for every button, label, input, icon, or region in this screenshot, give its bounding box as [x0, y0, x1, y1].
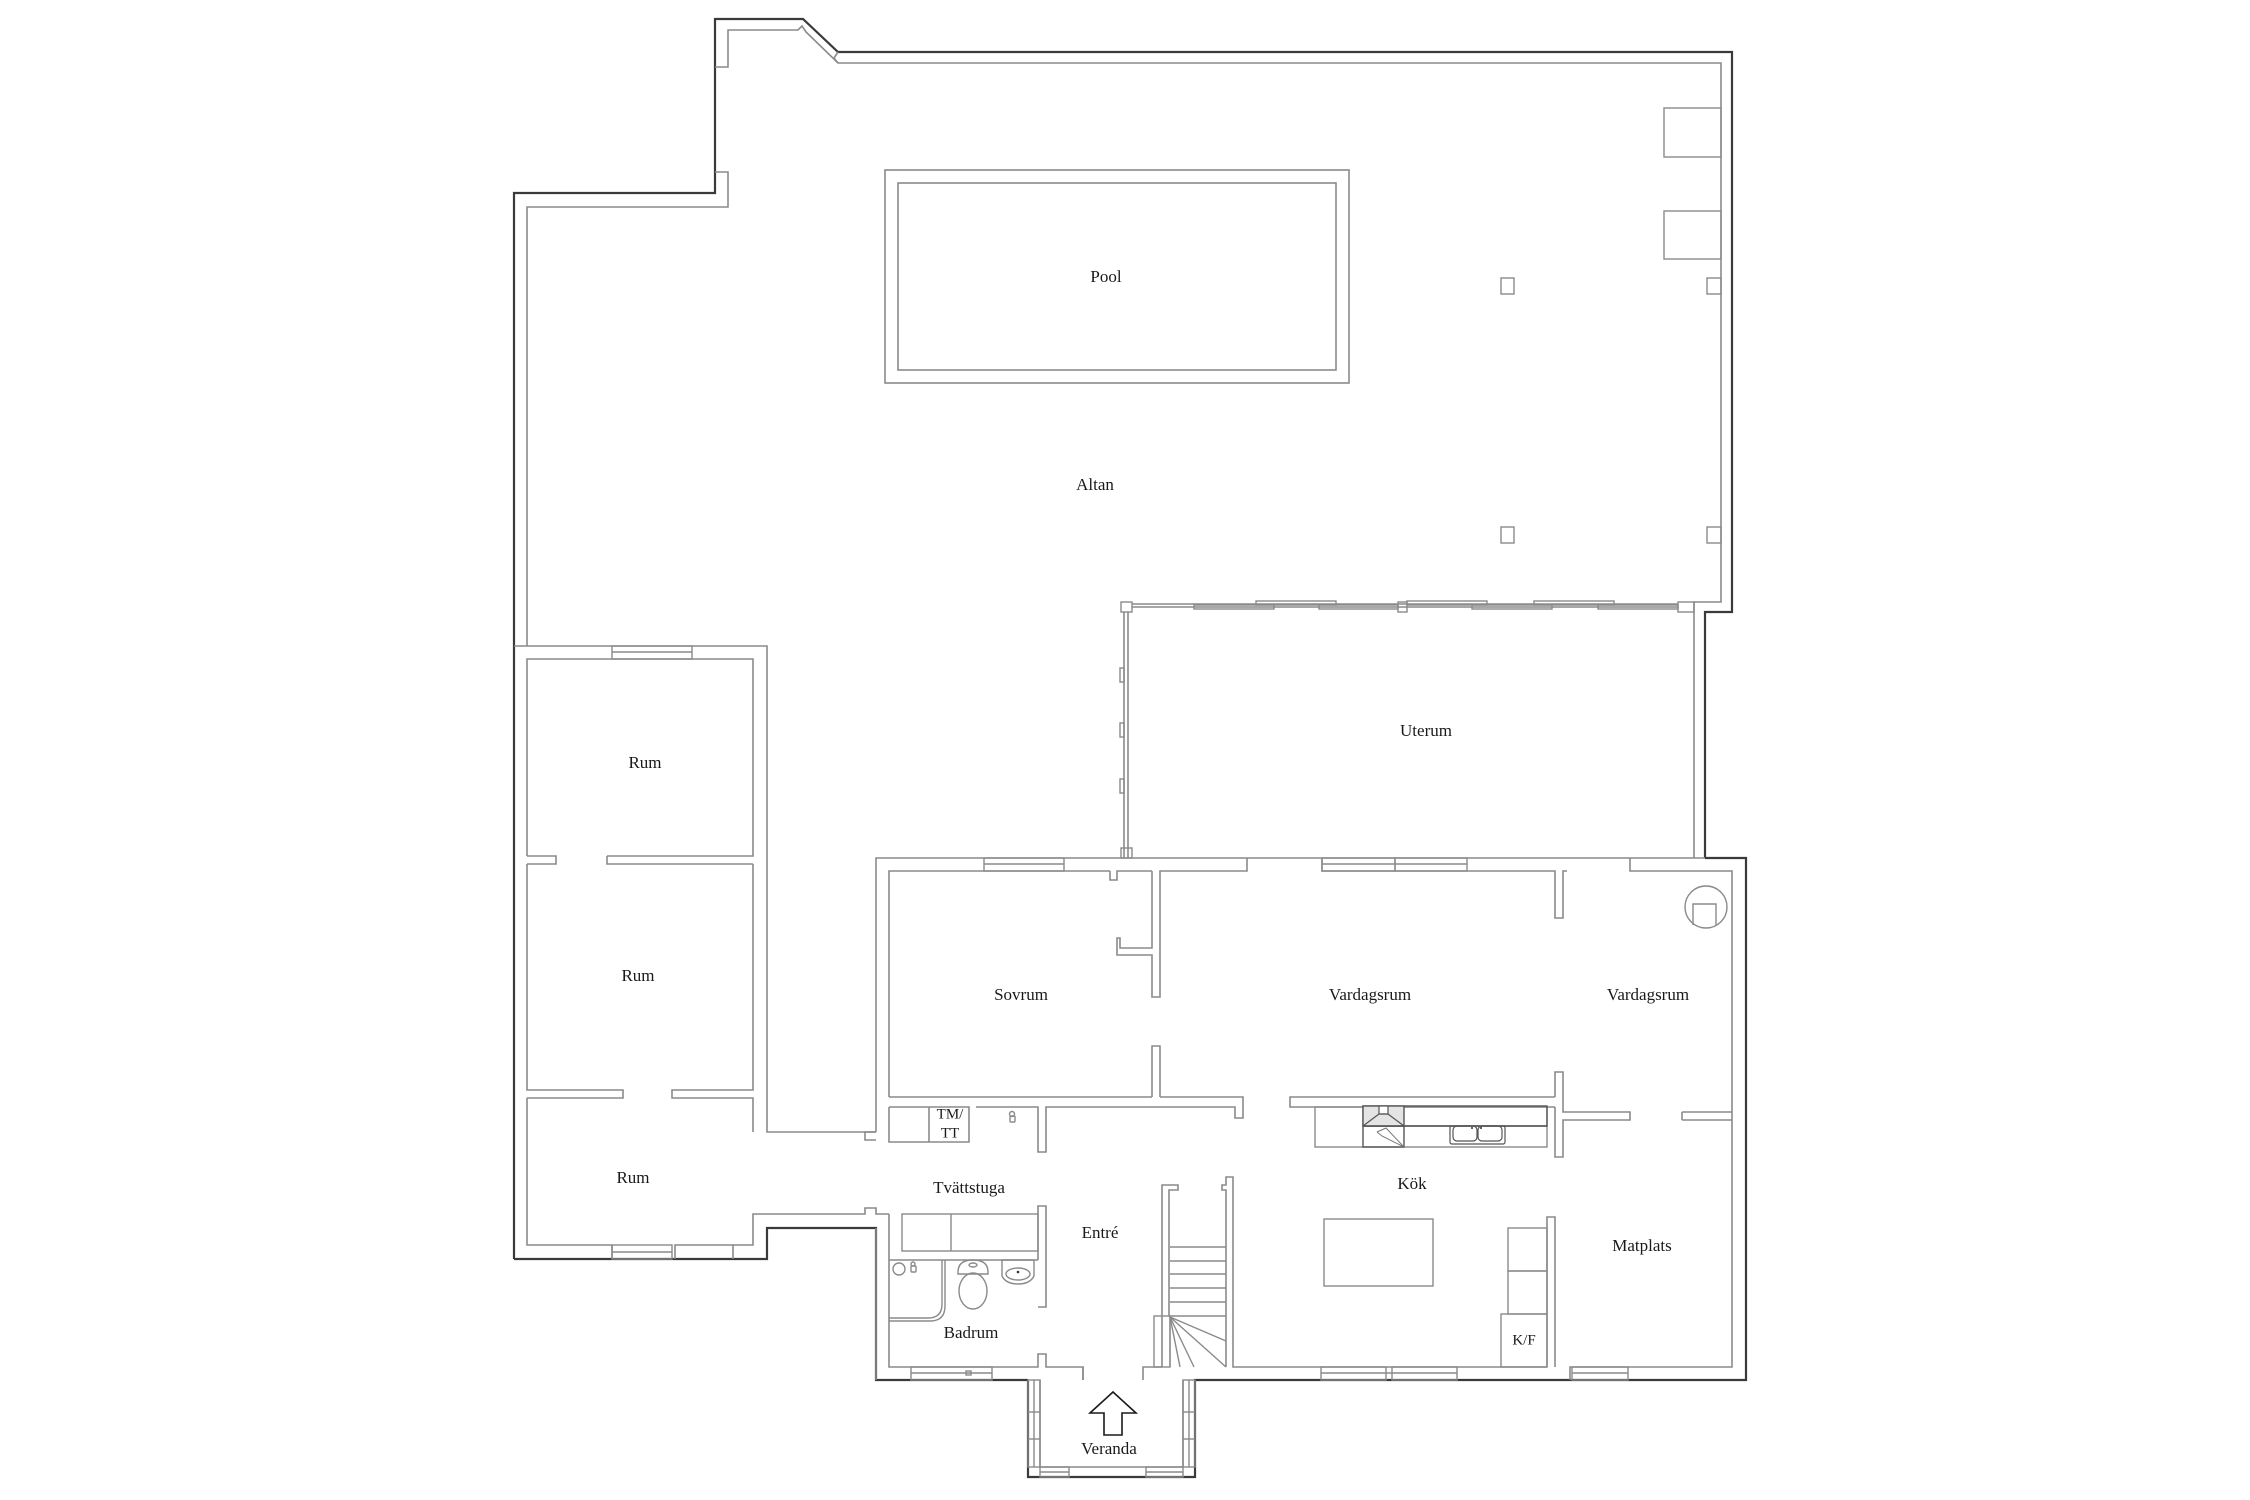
room-label-matplats: Matplats	[1612, 1236, 1672, 1255]
room-label-badrum: Badrum	[944, 1323, 999, 1342]
sovrum-vardag-wall-bottom	[1151, 1045, 1161, 1097]
room-label-tvattstuga: Tvättstuga	[933, 1178, 1005, 1197]
altan-post	[1706, 526, 1722, 544]
uterum-post	[1120, 847, 1133, 859]
rum2-walls	[526, 864, 624, 1099]
rum3-walls	[526, 1098, 613, 1259]
veranda	[1027, 1367, 1196, 1478]
sliding-panel	[1193, 604, 1275, 610]
room-label-veranda: Veranda	[1081, 1439, 1137, 1458]
toilet-icon	[957, 1259, 989, 1310]
faucet-icon	[1008, 1110, 1016, 1123]
corridor-top	[864, 1131, 876, 1141]
window-latch	[965, 1370, 972, 1376]
entry-right-post	[1142, 1366, 1162, 1380]
vardag2-top	[1569, 858, 1733, 1380]
room-label-altan: Altan	[1076, 475, 1114, 494]
rum1-bottom-left	[527, 855, 557, 865]
fridge-freezer	[1500, 1313, 1548, 1368]
sliding-panel	[1533, 600, 1615, 606]
sovrum-notch	[1109, 870, 1152, 881]
room-label-kok: Kök	[1397, 1174, 1427, 1193]
double-sink-icon	[1449, 1125, 1506, 1145]
rum1-bottom-right	[606, 856, 753, 865]
pool-inner-edge	[897, 182, 1337, 371]
rum3-step	[733, 1207, 889, 1246]
rum-wing-right-outer	[514, 645, 876, 1133]
range-hood-icon	[1362, 1105, 1405, 1148]
kitchen-island	[1323, 1218, 1434, 1287]
bath-entry-wall	[1037, 1205, 1047, 1308]
shower-icon	[889, 1260, 946, 1322]
arrow-up-icon	[1087, 1390, 1139, 1436]
main-house	[875, 856, 1748, 1479]
altan-outer-wall	[512, 17, 1734, 1259]
label-tm-tt-line2: TT	[941, 1125, 959, 1141]
rum3-bottom-right	[674, 1244, 734, 1259]
uterum-post	[1397, 601, 1408, 613]
kitchen-counter	[1314, 1106, 1548, 1148]
kok-matplats-wall	[1546, 1216, 1556, 1367]
corridor-wall-left	[888, 1106, 970, 1143]
altan-post	[1500, 526, 1515, 544]
sink-icon	[1001, 1259, 1035, 1285]
stove-icon	[1684, 885, 1728, 929]
sliding-panel	[1471, 604, 1553, 610]
sliding-panel	[1255, 600, 1337, 606]
vardag-top	[1163, 858, 1248, 872]
altan-diagonal-return	[833, 51, 839, 64]
tall-cabinet	[1507, 1227, 1548, 1272]
label-tm-tt-line1: TM/	[937, 1106, 965, 1122]
room-label-rum-3: Rum	[616, 1168, 649, 1187]
rum2-right	[671, 864, 754, 1132]
altan-storage-box-1	[1663, 107, 1722, 158]
room-label-rum-1: Rum	[628, 753, 661, 772]
vardag-divider-bottom	[1554, 1071, 1631, 1158]
room-label-pool: Pool	[1090, 267, 1121, 286]
tall-cabinet	[1507, 1270, 1548, 1315]
label-kf: K/F	[1512, 1332, 1535, 1348]
altan-inner-notch	[715, 24, 1722, 858]
uterum-post	[1120, 601, 1133, 613]
altan-post	[1706, 277, 1722, 295]
uterum	[1119, 600, 1695, 859]
room-label-uterum: Uterum	[1400, 721, 1452, 740]
staircase-icon	[1153, 1246, 1227, 1368]
room-label-vardagsrum-1: Vardagsrum	[1329, 985, 1411, 1004]
uterum-post	[1677, 601, 1695, 613]
room-label-vardagsrum-2: Vardagsrum	[1607, 985, 1689, 1004]
altan-storage-box-2	[1663, 210, 1722, 260]
uterum-glass-panel	[1119, 667, 1125, 683]
rum-wing-outer-bottom	[514, 1226, 1028, 1382]
stair-left-wall	[1161, 1184, 1179, 1367]
altan-deck	[512, 17, 1734, 1259]
room-label-rum-2: Rum	[621, 966, 654, 985]
laundry-counter	[901, 1213, 1039, 1252]
room-label-entre: Entré	[1082, 1223, 1119, 1242]
uterum-glass-panel	[1119, 722, 1125, 738]
house-right-outer	[1026, 856, 1748, 1479]
stair-right-wall	[1221, 1176, 1547, 1368]
altan-post	[1500, 277, 1515, 295]
uterum-glass-panel	[1119, 778, 1125, 794]
vardag-top-2	[1321, 858, 1567, 919]
sovrum-vardag-wall-top	[1116, 870, 1163, 998]
corridor-wall-mid	[976, 1096, 1244, 1153]
pool	[884, 169, 1350, 384]
room-label-sovrum: Sovrum	[994, 985, 1048, 1004]
altan-inner-wall	[526, 171, 729, 646]
rum-wing	[514, 645, 1028, 1382]
pool-outer-edge	[884, 169, 1350, 384]
rum1-walls	[526, 658, 754, 857]
